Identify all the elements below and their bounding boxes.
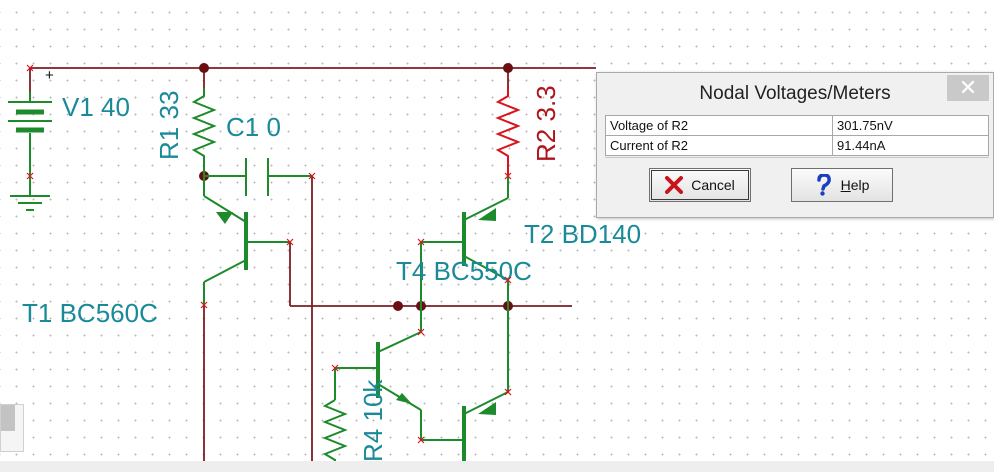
v1-label: V1 40 <box>62 92 130 122</box>
resistor-r1[interactable] <box>191 88 217 176</box>
wires <box>29 67 596 462</box>
dialog-button-row: Cancel Help <box>605 157 989 212</box>
resistor-r2[interactable] <box>495 88 521 176</box>
t2-arrow <box>478 208 496 221</box>
battery-v1[interactable] <box>8 92 52 211</box>
meter-label: Voltage of R2 <box>605 115 833 136</box>
transistor-t2[interactable] <box>420 176 509 306</box>
t1-arrow <box>216 212 233 224</box>
t2-label: T2 BD140 <box>524 219 641 249</box>
dialog-title: Nodal Voltages/Meters <box>699 83 891 104</box>
t3-arrow <box>478 402 496 415</box>
t1-label: T1 BC560C <box>22 298 158 328</box>
r1-label: R1 33 <box>154 91 184 160</box>
t4-label: T4 BC550C <box>396 256 532 286</box>
meter-table: Voltage of R2 301.75nV Current of R2 91.… <box>605 115 989 156</box>
cancel-label: Cancel <box>691 177 735 193</box>
cancel-button[interactable]: Cancel <box>649 168 751 202</box>
scrollbar-thumb[interactable] <box>1 405 15 431</box>
horizontal-scrollbar[interactable] <box>0 461 994 472</box>
help-label: Help <box>840 177 870 193</box>
c1-label: C1 0 <box>226 112 281 142</box>
resistor-r4[interactable] <box>322 399 348 462</box>
v1-plus-sign: + <box>45 67 54 84</box>
cancel-x-icon <box>665 176 684 194</box>
meter-value: 301.75nV <box>832 115 989 136</box>
capacitor-c1[interactable] <box>204 158 312 196</box>
r4-label: R4 10k <box>358 379 388 462</box>
pin-markers <box>26 64 512 444</box>
close-icon: ✕ <box>958 75 978 100</box>
transistor-t3[interactable] <box>462 306 509 462</box>
close-button[interactable]: ✕ <box>947 75 989 101</box>
transistor-t4[interactable] <box>334 306 464 441</box>
help-question-icon <box>816 174 831 196</box>
meter-value: 91.44nA <box>832 135 989 156</box>
meter-label: Current of R2 <box>605 135 833 156</box>
r2-label: R2 3.3 <box>531 85 561 162</box>
table-row[interactable]: Voltage of R2 301.75nV <box>605 115 989 136</box>
table-row[interactable]: Current of R2 91.44nA <box>605 135 989 156</box>
nodal-voltages-dialog: Nodal Voltages/Meters ✕ Voltage of R2 30… <box>596 72 994 218</box>
t4-arrow <box>396 393 412 404</box>
vertical-scrollbar[interactable] <box>0 404 24 452</box>
transistor-t1[interactable] <box>203 176 290 305</box>
help-button[interactable]: Help <box>791 168 893 202</box>
